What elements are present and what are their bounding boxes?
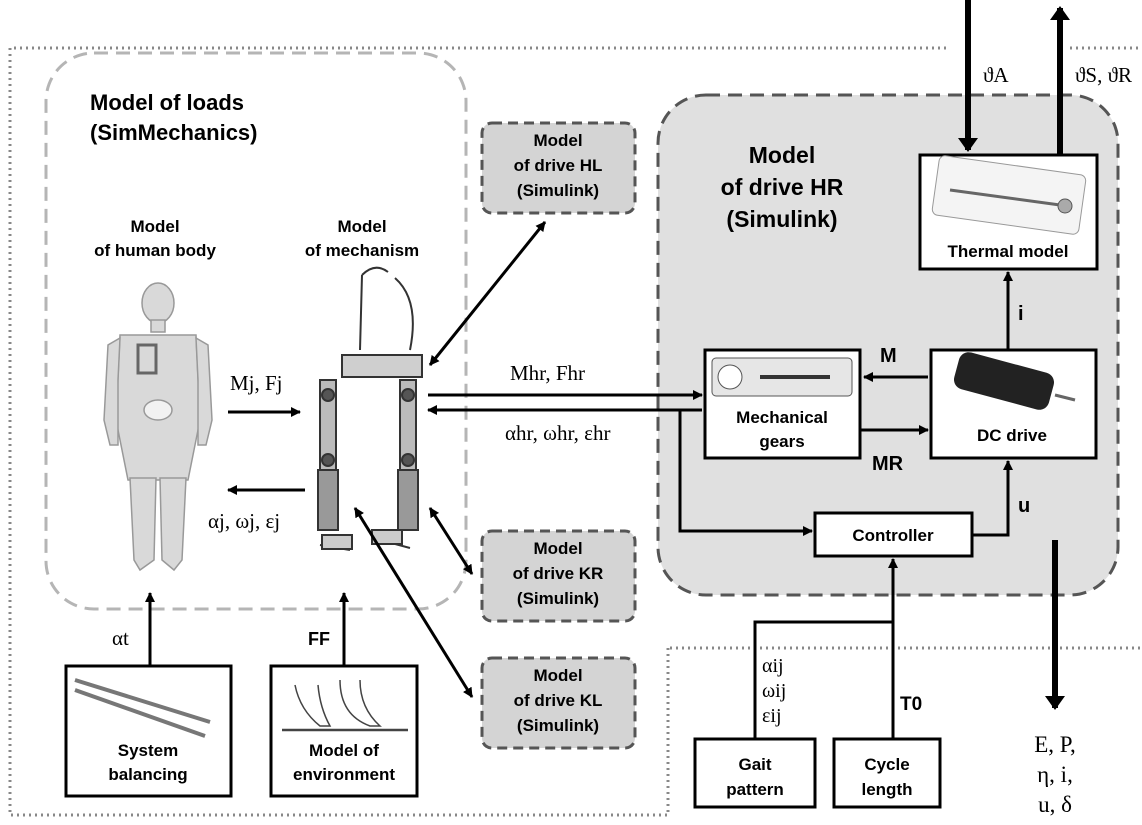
drive-hl-line1: Model (533, 131, 582, 150)
environment-line1: Model of (309, 741, 379, 760)
drive-kr-line1: Model (533, 539, 582, 558)
drive-kl-line3: (Simulink) (517, 716, 599, 735)
drive-kl-line1: Model (533, 666, 582, 685)
drive-kr-box[interactable] (480, 529, 637, 623)
label-mr: MR (872, 453, 904, 475)
controller-label: Controller (852, 526, 934, 545)
arrow-gait (753, 620, 893, 739)
label-m: M (880, 345, 897, 367)
drive-kr-line2: of drive KR (513, 564, 604, 583)
thermal-label: Thermal model (948, 242, 1069, 261)
dc-drive-box[interactable] (929, 348, 1098, 460)
arrow-to-controller (678, 410, 813, 536)
mechanism-image (317, 266, 423, 551)
drive-hl-line2: of drive HL (514, 156, 603, 175)
gearbox-icon (711, 357, 853, 397)
loads-title: Model of loads (90, 90, 244, 115)
mechanism-title-2: of mechanism (305, 241, 419, 260)
gait-line2: pattern (726, 780, 784, 799)
drive-hl-box[interactable] (480, 121, 637, 215)
label-alpha-t: αt (112, 626, 129, 650)
label-theta-sr: ϑS, ϑR (1075, 63, 1132, 87)
gait-pattern-box[interactable] (693, 737, 817, 809)
environment-line2: environment (293, 765, 395, 784)
cycle-line1: Cycle (864, 755, 909, 774)
loads-subtitle: (SimMechanics) (90, 120, 258, 145)
human-title-2: of human body (94, 241, 216, 260)
label-t0: T0 (900, 694, 922, 715)
gears-line2: gears (759, 432, 804, 451)
dc-drive-label: DC drive (977, 426, 1047, 445)
gears-line1: Mechanical (736, 408, 828, 427)
label-alpha-j: αj, ωj, εj (208, 509, 280, 533)
label-alpha-ij: αij (762, 655, 784, 677)
drive-hr-line1: Model (749, 142, 815, 168)
mechanism-title-1: Model (337, 217, 386, 236)
label-alpha-hr: αhr, ωhr, εhr (505, 421, 610, 445)
motor-icon (953, 352, 1076, 410)
arrow-u (972, 460, 1013, 537)
label-u: u (1018, 495, 1030, 517)
drive-kl-box[interactable] (480, 656, 637, 750)
cycle-line2: length (862, 780, 913, 799)
thermometer-icon (931, 155, 1087, 235)
drive-kr-line3: (Simulink) (517, 589, 599, 608)
arrow-mech-kl (353, 507, 474, 698)
controller-box[interactable] (813, 511, 974, 558)
label-ff: FF (308, 629, 330, 649)
label-i: i (1018, 303, 1024, 325)
cycle-length-box[interactable] (832, 737, 942, 809)
drive-hl-line3: (Simulink) (517, 181, 599, 200)
label-theta-a: ϑA (983, 63, 1009, 87)
label-eps-ij: εij (762, 705, 782, 727)
label-omega-ij: ωij (762, 680, 786, 702)
balancing-line2: balancing (108, 765, 187, 784)
label-mj-fj: Mj, Fj (230, 371, 283, 395)
drive-hr-line3: (Simulink) (726, 206, 837, 232)
label-mhr-fhr: Mhr, Fhr (510, 361, 585, 385)
drive-hr-line2: of drive HR (721, 174, 844, 200)
outer-dotted-frame (8, 46, 1140, 817)
crutches-icon (74, 678, 211, 738)
label-outputs-2: η, i, (1037, 762, 1073, 787)
human-title-1: Model (130, 217, 179, 236)
label-outputs-3: u, δ (1038, 792, 1072, 817)
arrow-mech-hl (428, 221, 547, 366)
label-outputs-1: E, P, (1034, 732, 1076, 757)
balancing-line1: System (118, 741, 178, 760)
human-body-image (103, 282, 213, 572)
gait-line1: Gait (738, 755, 771, 774)
drive-kl-line2: of drive KL (514, 691, 603, 710)
